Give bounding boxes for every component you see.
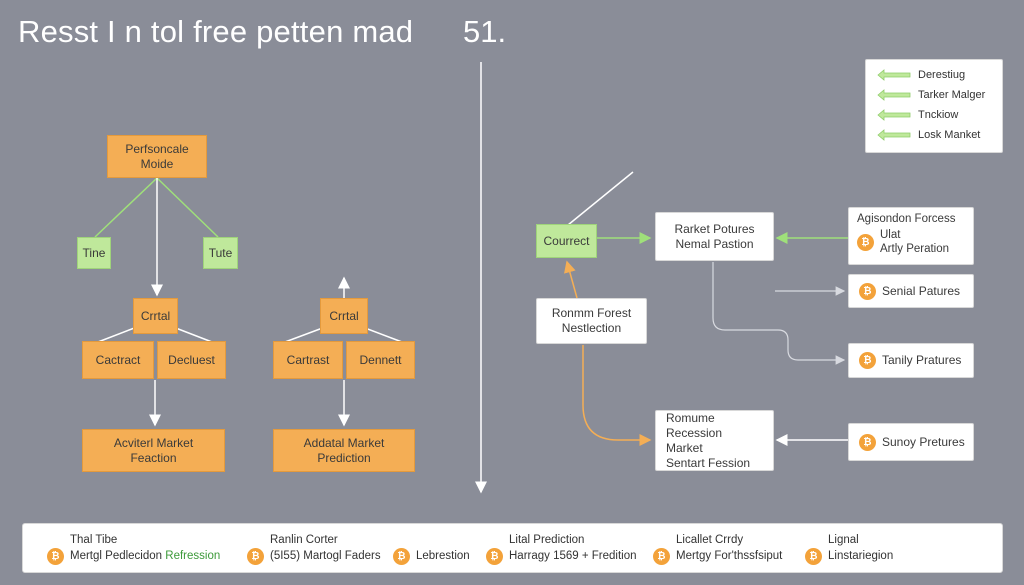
legend-item: Losk Manket (876, 129, 980, 141)
footer-legend: Thal Tibe ₿Mertgl Pedlecidon Refression … (22, 523, 1003, 573)
page-number: 51. (463, 14, 507, 49)
bitcoin-coin-icon: ₿ (805, 548, 822, 565)
footer-item: Lignal ₿Linstariegion (805, 533, 893, 565)
tree-b-left-node: Cartrast (273, 341, 343, 379)
green-left-arrow-icon (877, 109, 911, 121)
bitcoin-coin-icon: ₿ (247, 548, 264, 565)
footer-item: Thal Tibe ₿Mertgl Pedlecidon Refression (47, 533, 220, 565)
tree-a-top-node: Crrtal (133, 298, 178, 334)
bitcoin-coin-icon: ₿ (859, 282, 876, 300)
footer-item: Ranlin Corter ₿(5I55) Martogl Faders (247, 533, 381, 565)
green-left-arrow-icon (877, 129, 911, 141)
bitcoin-coin-icon: ₿ (859, 352, 876, 369)
branch-right-node: Tute (203, 237, 238, 269)
feature-node-2: ₿Tanily Pratures (848, 343, 974, 378)
feature-node-1: ₿Senial Patures (848, 274, 974, 308)
bitcoin-coin-icon: ₿ (653, 548, 670, 565)
footer-item: Licallet Crrdy ₿Mertgy For'thssfsiput (653, 533, 782, 565)
correct-node: Courrect (536, 224, 597, 258)
legend-item: Tarker Malger (876, 89, 985, 101)
tree-b-top-node: Crrtal (320, 298, 368, 334)
page-title: Resst I n tol free petten mad (18, 14, 414, 49)
footer-item: Lital Prediction ₿Harragy 1569 + Frediti… (486, 533, 637, 565)
bitcoin-coin-icon: ₿ (859, 433, 876, 451)
bitcoin-coin-icon: ₿ (393, 548, 410, 565)
green-left-arrow-icon (877, 69, 911, 81)
green-left-arrow-icon (877, 89, 911, 101)
tree-a-right-node: Decluest (157, 341, 226, 379)
legend-item: Derestiug (876, 69, 965, 81)
tree-a-left-node: Cactract (82, 341, 154, 379)
bitcoin-coin-icon: ₿ (857, 233, 874, 251)
legend-item: Tnckiow (876, 109, 958, 121)
bitcoin-coin-icon: ₿ (486, 548, 503, 565)
bitcoin-coin-icon: ₿ (47, 548, 64, 565)
legend: Derestiug Tarker Malger Tnckiow Losk Man… (865, 59, 1003, 153)
branch-left-node: Tine (77, 237, 111, 269)
footer-item: ₿Lebrestion (393, 533, 470, 565)
feature-node-3: ₿Sunoy Pretures (848, 423, 974, 461)
tree-b-right-node: Dennett (346, 341, 415, 379)
